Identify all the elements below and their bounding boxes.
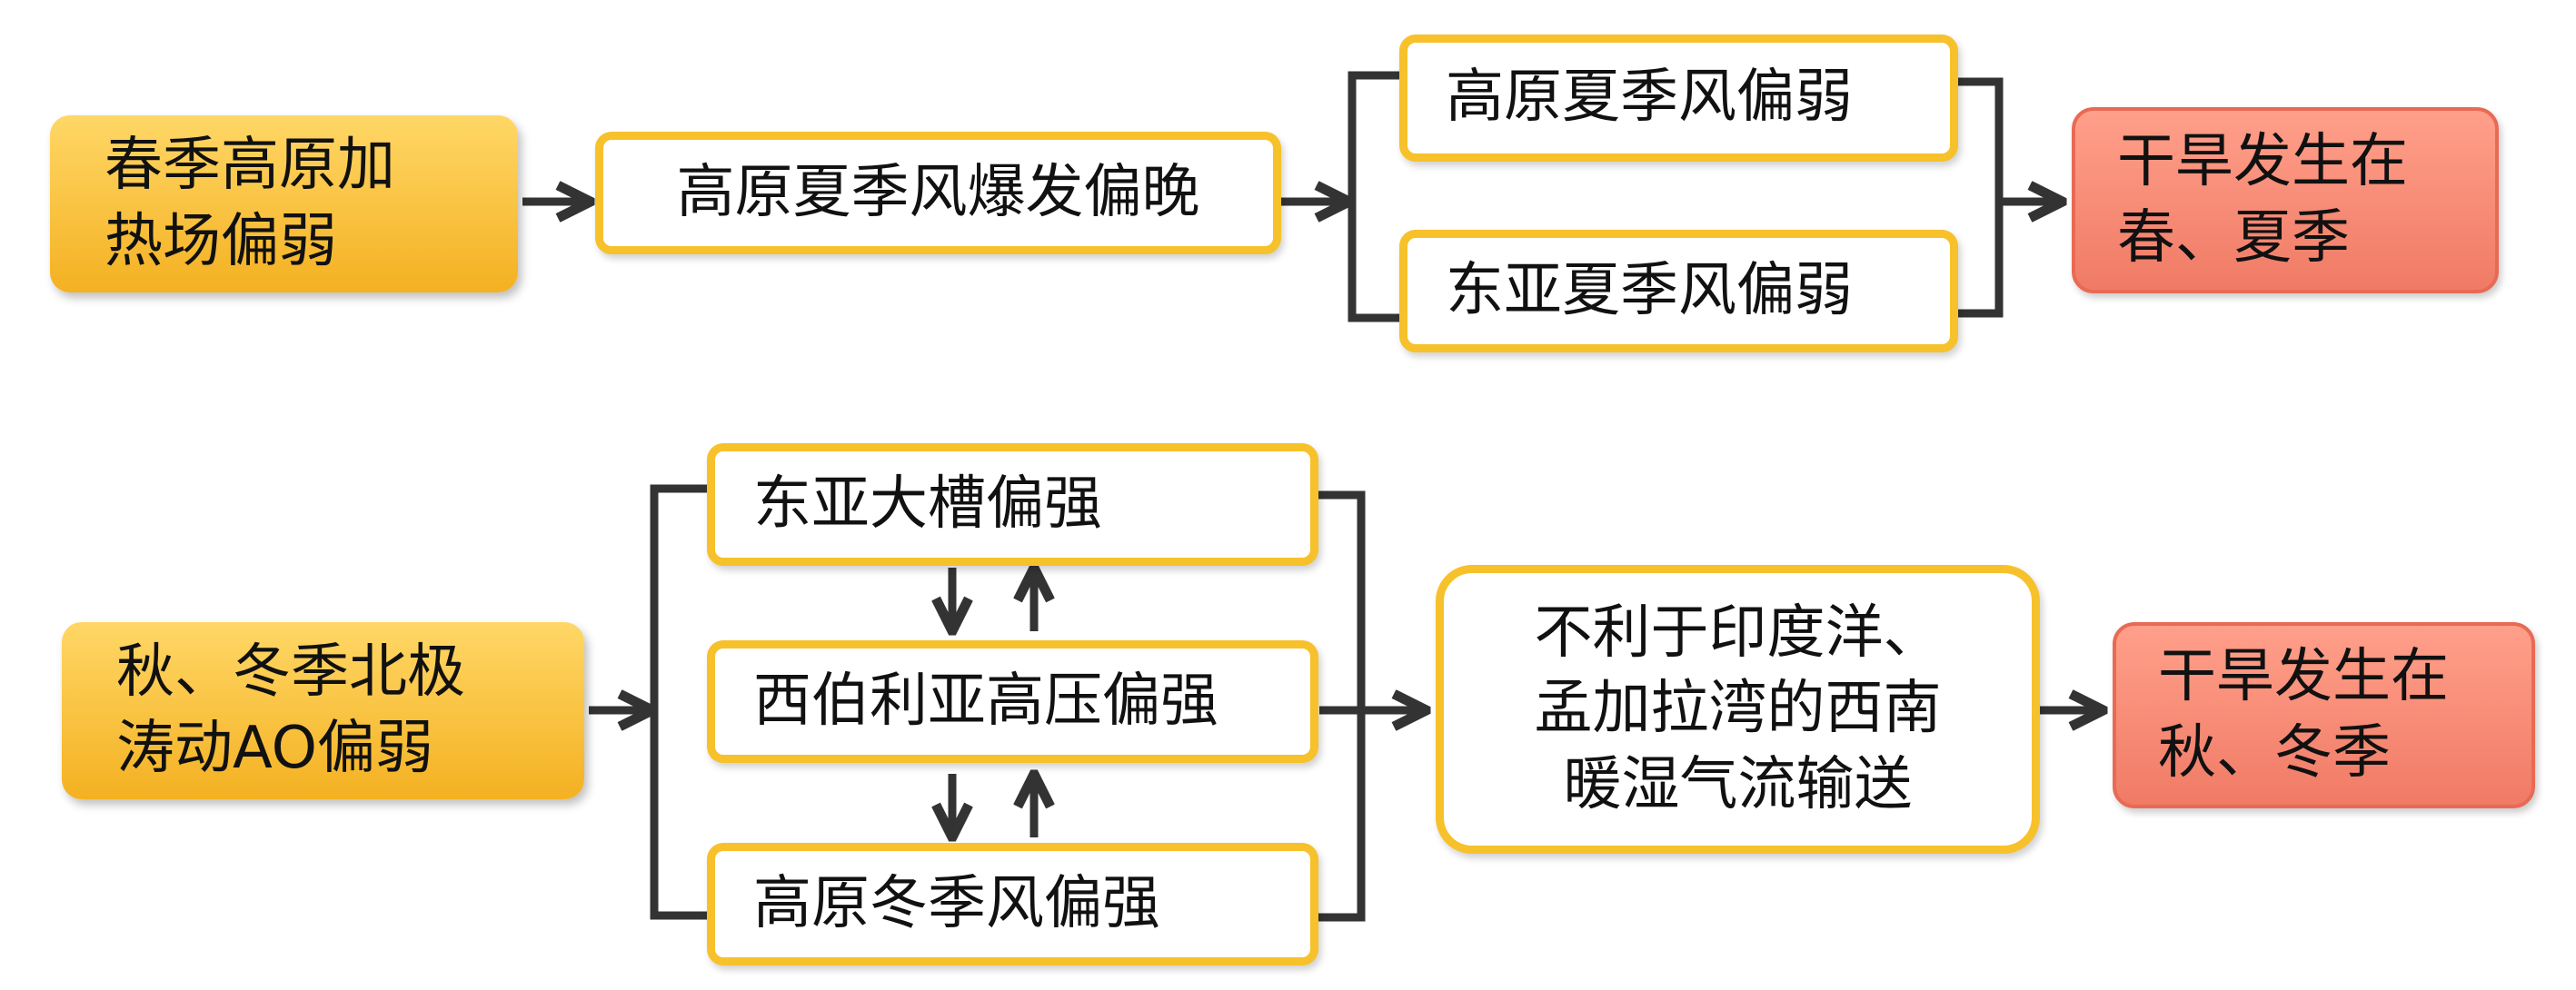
autumn-winter-ao-node: 秋、冬季北极 涛动AO偏弱 xyxy=(62,622,584,799)
east-asia-trough-node: 东亚大槽偏强 xyxy=(707,443,1318,566)
siberian-high-node: 西伯利亚高压偏强 xyxy=(707,640,1318,763)
drought-autumn-winter-node: 干旱发生在 秋、冬季 xyxy=(2113,622,2535,808)
spring-plateau-heating-node: 春季高原加 热场偏弱 xyxy=(50,115,518,292)
bracket-row1-right xyxy=(1954,77,2004,318)
summer-monsoon-onset-node: 高原夏季风爆发偏晚 xyxy=(595,132,1281,254)
east-asia-summer-monsoon-node: 东亚夏季风偏弱 xyxy=(1399,230,1958,352)
bracket-row2-left xyxy=(650,484,707,920)
plateau-summer-monsoon-node: 高原夏季风偏弱 xyxy=(1399,35,1958,162)
bracket-row1-left xyxy=(1348,71,1399,322)
moisture-transport-node: 不利于印度洋、 孟加拉湾的西南 暖湿气流输送 xyxy=(1436,565,2040,854)
drought-spring-summer-node: 干旱发生在 春、夏季 xyxy=(2072,107,2499,293)
plateau-winter-monsoon-node: 高原冬季风偏强 xyxy=(707,843,1318,965)
